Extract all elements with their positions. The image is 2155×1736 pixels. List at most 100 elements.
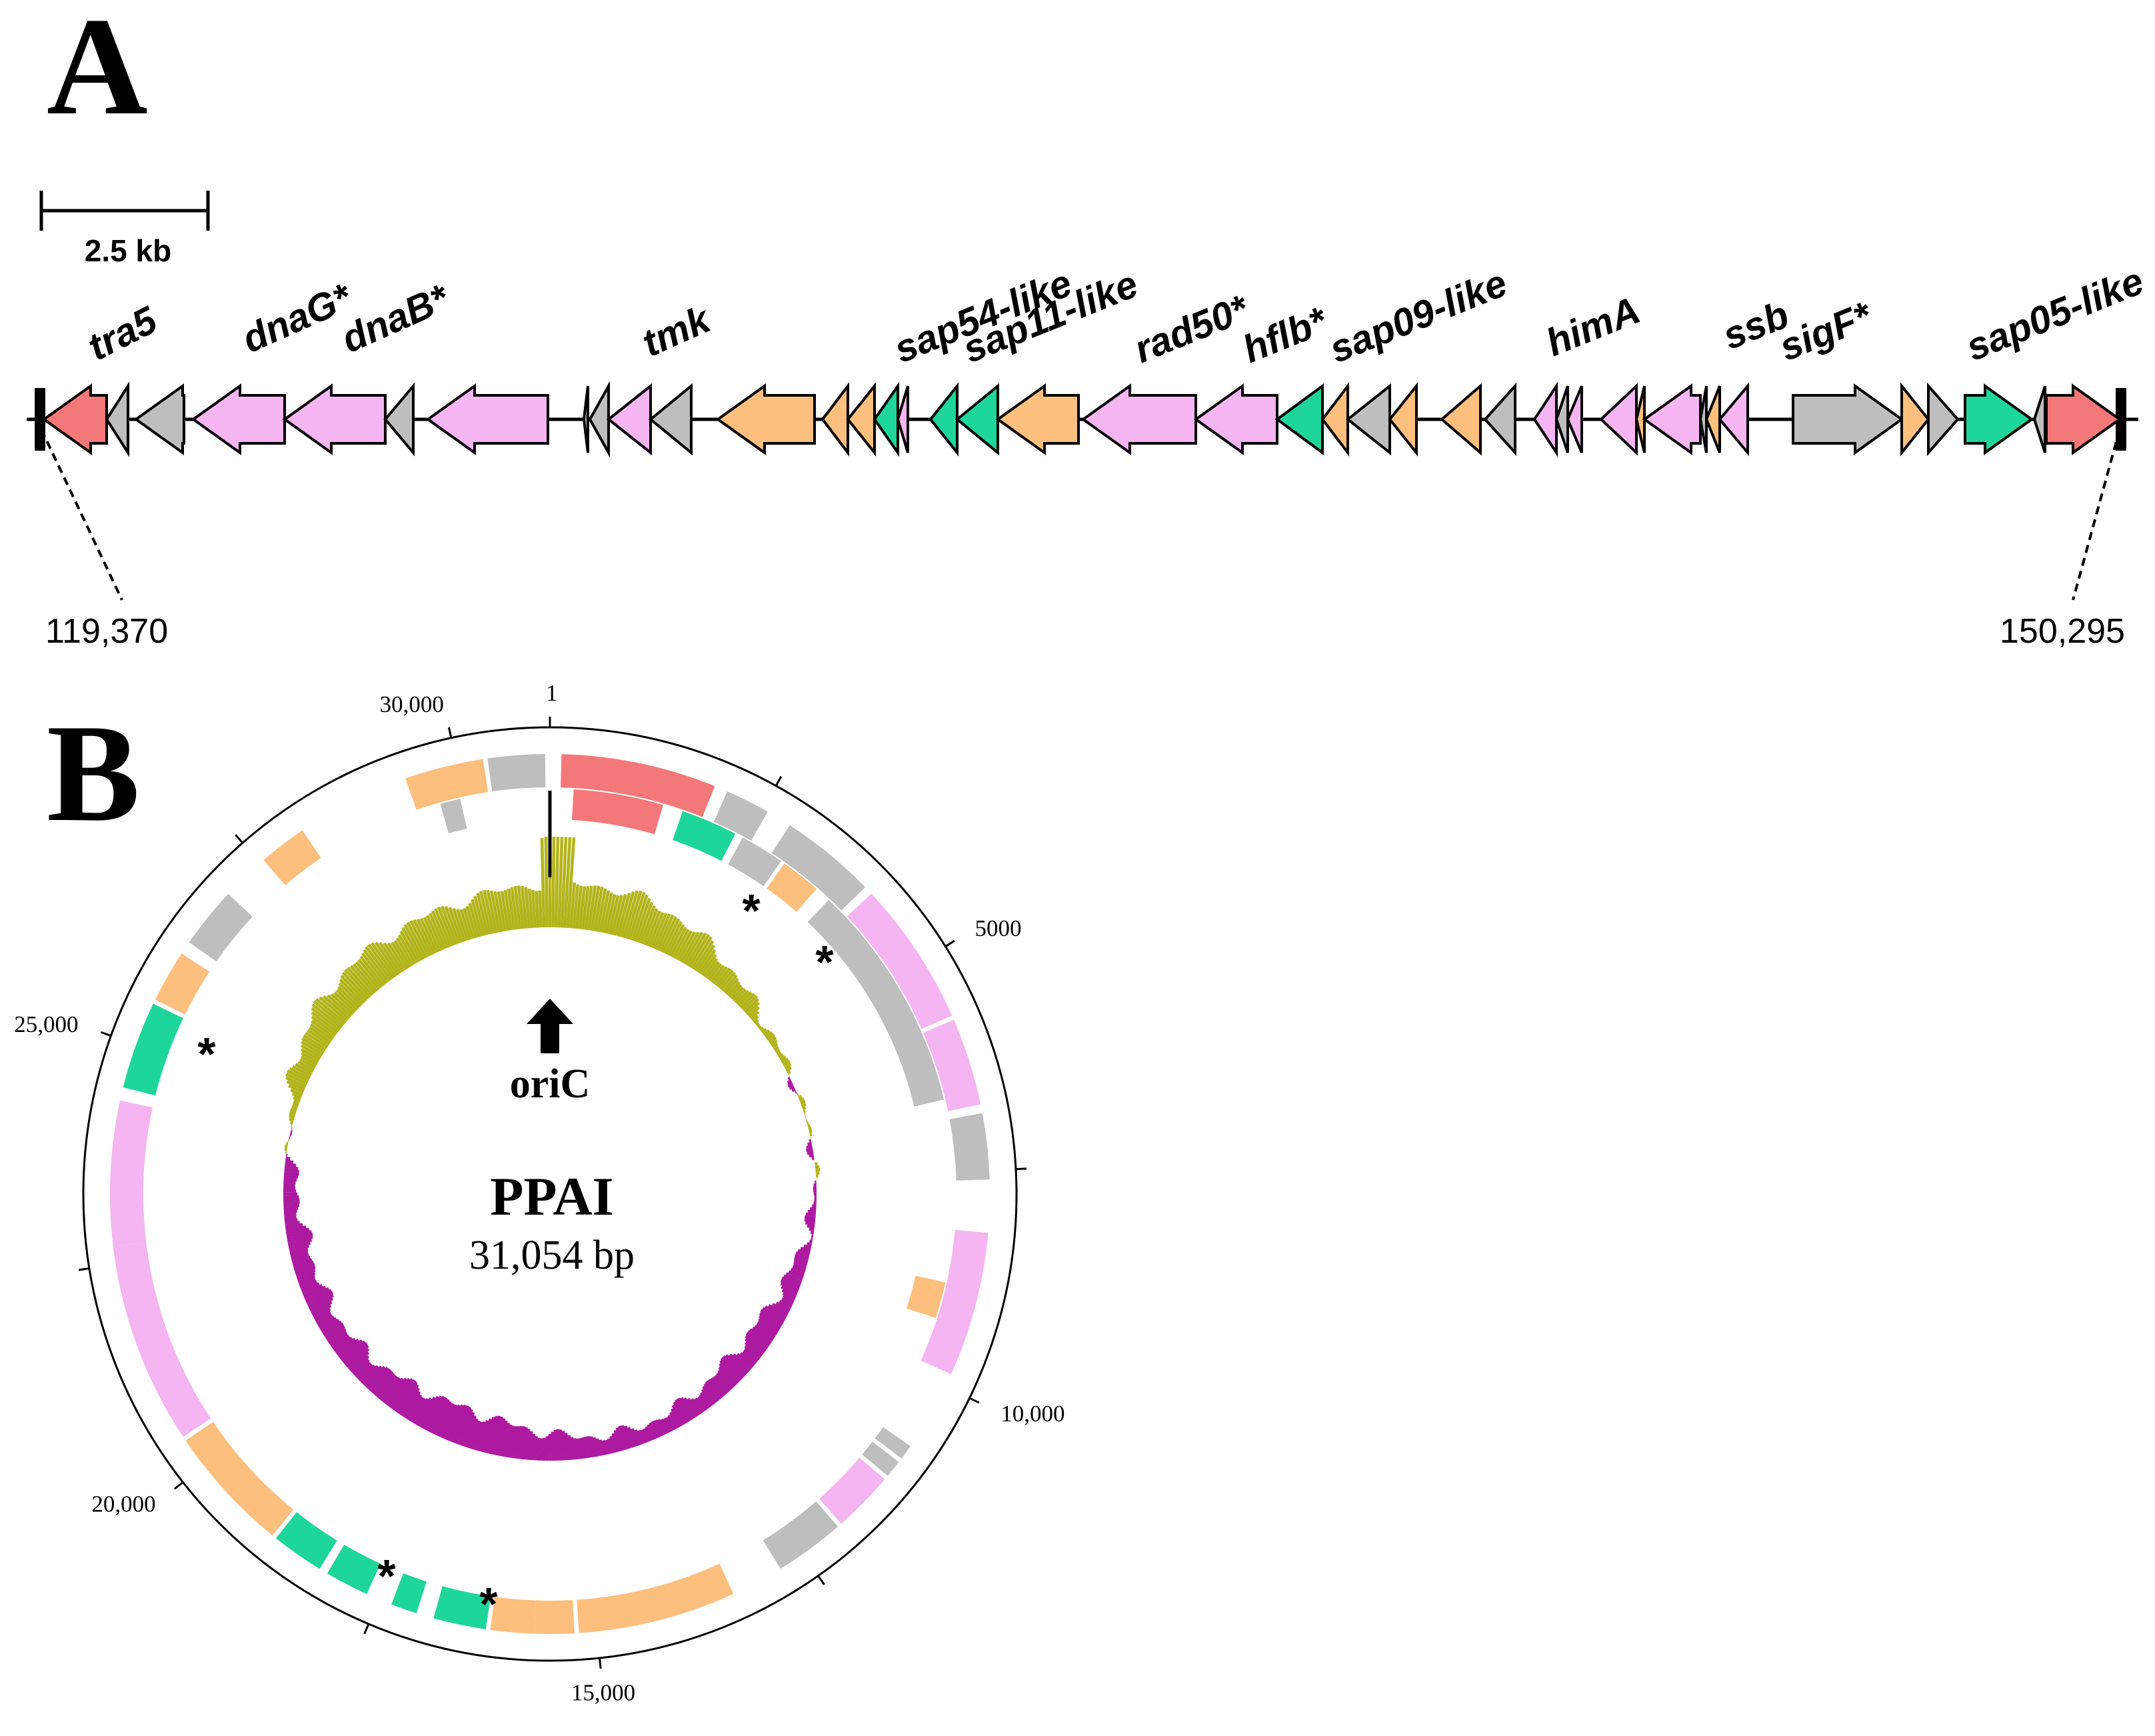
gc-skew-bar (295, 1063, 313, 1075)
gc-skew-bar (780, 1282, 799, 1292)
gc-skew-bar (300, 1047, 321, 1061)
gc-skew-bar (361, 952, 387, 985)
gc-skew-bar (802, 1106, 807, 1111)
gc-skew-bar (633, 897, 651, 942)
gc-skew-bar (503, 1424, 513, 1457)
gc-skew-bar (359, 955, 385, 987)
outer-gene-segment (487, 754, 546, 792)
gene-labels: tra5 dnaG* dnaB* tmk sap54-like sap11-li… (81, 259, 2150, 371)
gc-skew-bar (469, 1420, 481, 1449)
gc-skew-plot (283, 837, 821, 1461)
gc-skew-bar (778, 1053, 784, 1059)
gc-skew-bar (717, 1369, 736, 1388)
outer-gene-segment (185, 1421, 294, 1536)
gc-skew-bar (288, 1084, 305, 1094)
outer-gene-segment (405, 759, 489, 810)
gc-skew-bar (590, 885, 601, 931)
asterisk-markers: * * * * * (197, 885, 834, 1630)
gc-skew-bar (781, 1289, 797, 1298)
gc-skew-bar (691, 1398, 703, 1415)
gc-skew-bar (807, 1123, 811, 1128)
gc-skew-bar (459, 909, 472, 940)
gc-skew-bar (477, 1420, 489, 1452)
gc-skew-bar (497, 891, 507, 932)
gc-skew-bar (409, 920, 431, 957)
gc-skew-bar (707, 963, 723, 981)
gc-skew-bar (653, 913, 671, 950)
gc-skew-bar (618, 1425, 629, 1450)
gc-skew-bar (288, 1241, 311, 1249)
ring-tick (775, 775, 783, 787)
gc-skew-bar (742, 1350, 758, 1364)
gc-skew-bar (338, 982, 363, 1007)
gc-skew-bar (672, 929, 690, 959)
gc-skew-bar (431, 910, 450, 949)
gc-skew-bar (399, 930, 420, 963)
gene-arrow (846, 382, 876, 457)
outer-gene-segment (561, 754, 715, 817)
gene-arrow (1483, 382, 1516, 457)
gc-skew-bar (764, 1305, 787, 1319)
gc-skew-bar (530, 1433, 536, 1461)
gene-arrow (1274, 383, 1324, 455)
gc-skew-bar (468, 903, 481, 938)
gc-skew-bar (463, 907, 475, 939)
gc-skew-bar (675, 930, 693, 960)
gc-skew-bar (449, 1404, 467, 1443)
gc-skew-bar (294, 1263, 315, 1273)
gc-skew-bar (317, 1315, 335, 1327)
gc-skew-bar (373, 1372, 395, 1396)
outer-gene-segment (109, 1100, 153, 1247)
gc-skew-bar (341, 971, 369, 1001)
gc-skew-bar (683, 931, 704, 965)
gc-skew-bar (601, 1440, 608, 1455)
gc-skew-bar (507, 1425, 515, 1458)
gc-skew-bar (765, 1031, 773, 1039)
gc-skew-bar (367, 943, 395, 979)
gc-skew-bar (362, 1365, 383, 1386)
gc-skew-bar (331, 1335, 351, 1350)
gc-skew-bar (387, 1377, 411, 1407)
gc-skew-bar (572, 884, 580, 929)
gc-skew-bar (703, 1383, 720, 1402)
asterisk-2: * (815, 936, 834, 988)
gc-skew-bar (357, 959, 383, 989)
gc-skew-bar (729, 984, 743, 999)
outer-gene-segment (327, 1545, 381, 1595)
gc-skew-bar (455, 1406, 472, 1445)
gene-arrow (133, 383, 185, 455)
gc-skew-bar (613, 894, 627, 936)
gc-skew-bar (299, 1277, 316, 1287)
gc-skew-bar (284, 1144, 288, 1148)
gc-skew-bar (677, 931, 697, 962)
tick-label-1: 1 (546, 680, 558, 706)
gc-skew-bar (781, 1297, 794, 1306)
gc-skew-bar (465, 905, 478, 939)
gc-skew-bar (321, 1320, 343, 1335)
gc-skew-bar (749, 1010, 760, 1020)
gc-skew-bar (809, 1129, 813, 1133)
gc-skew-bar (330, 993, 355, 1015)
gc-skew-bar (719, 1363, 740, 1384)
gene-arrow (1388, 382, 1418, 457)
gc-skew-bar (283, 1209, 297, 1214)
gc-skew-bar (507, 888, 516, 930)
gc-skew-bar (533, 1436, 538, 1461)
outer-gene-segment (155, 953, 210, 1015)
gc-skew-bar (605, 894, 617, 934)
gc-skew-bar (486, 1415, 499, 1454)
gc-skew-bar (349, 965, 376, 995)
gc-skew-bar (446, 1404, 464, 1441)
gene-label-hima: himA (1540, 288, 1646, 365)
gc-skew-bar (619, 891, 635, 938)
gc-skew-bar (385, 1377, 407, 1405)
gc-skew-bar (575, 885, 583, 929)
gc-skew-bar (643, 1428, 651, 1443)
gc-skew-bar (307, 1293, 334, 1309)
gc-skew-bar (364, 1365, 386, 1388)
gc-skew-bar (301, 1283, 323, 1295)
gc-skew-bar (781, 1277, 801, 1287)
gc-skew-bar (751, 1326, 774, 1343)
gc-skew-bar (313, 1000, 345, 1027)
gc-skew-bar (701, 1388, 715, 1405)
